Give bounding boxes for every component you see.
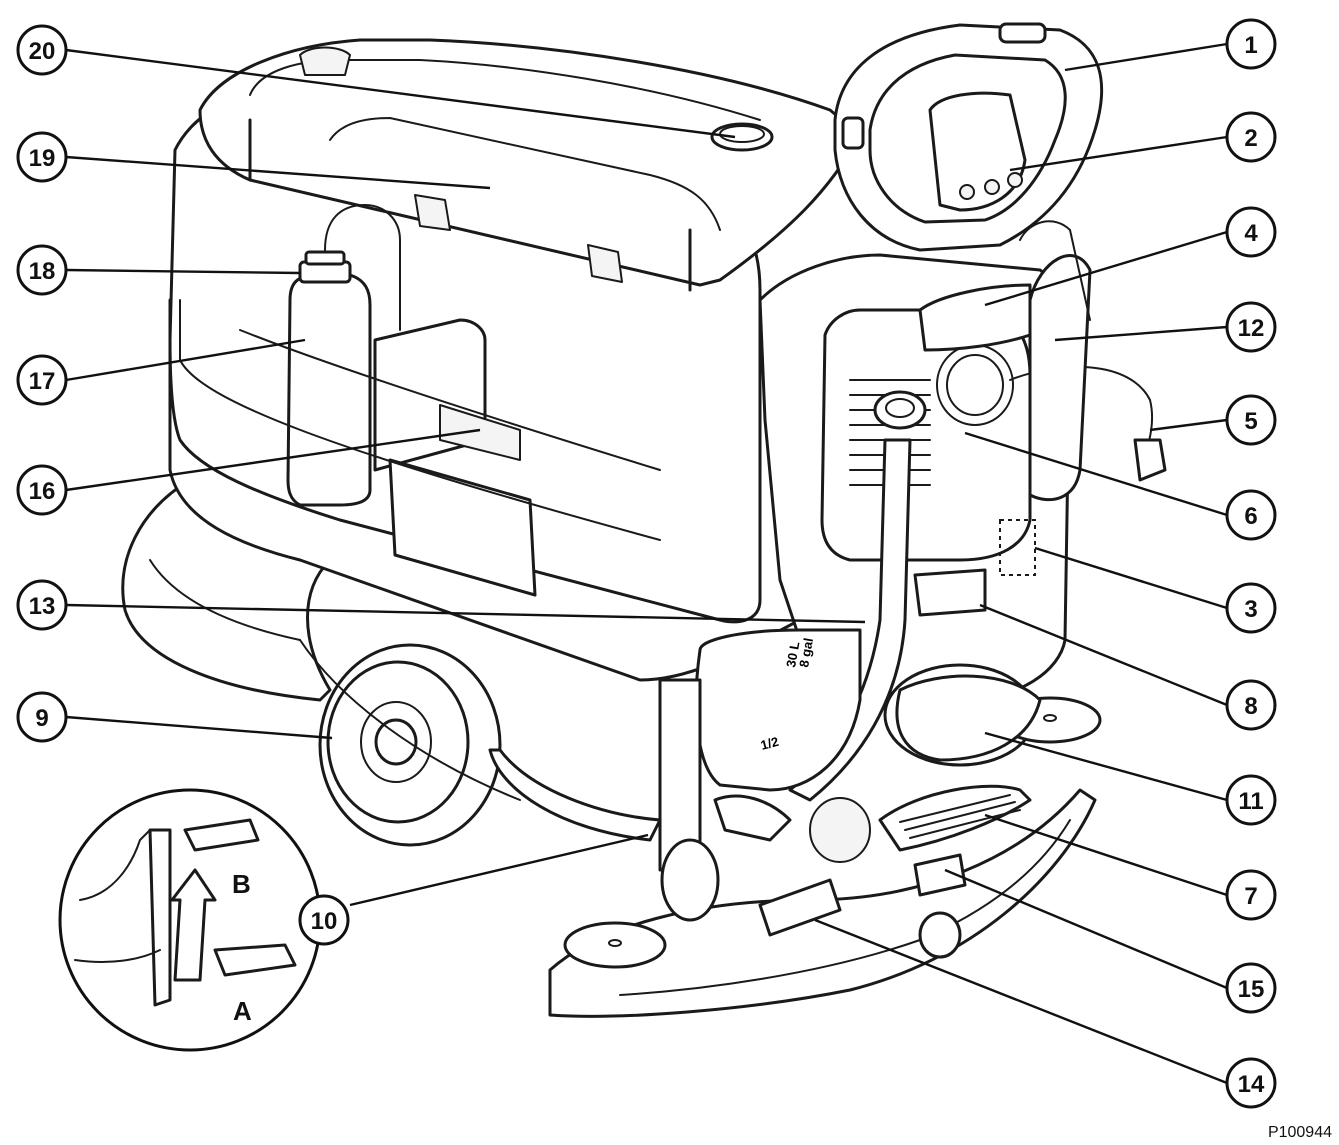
charger-plug [1133, 438, 1167, 482]
callout-13: 13 [16, 579, 68, 631]
callout-5: 5 [1225, 394, 1277, 446]
svg-text:15: 15 [1238, 976, 1265, 1003]
hidden-item-outline [999, 519, 1036, 576]
callout-8: 8 [1225, 679, 1277, 731]
svg-text:14: 14 [1238, 1071, 1265, 1098]
svg-text:16: 16 [29, 478, 56, 505]
svg-text:7: 7 [1244, 883, 1257, 910]
svg-text:17: 17 [29, 368, 56, 395]
callout-2: 2 [1225, 111, 1277, 163]
callout-19: 19 [16, 131, 68, 183]
hose-connector [913, 568, 987, 617]
callout-10: 10 [298, 894, 350, 946]
tank-marking-full: 30 L [783, 640, 802, 668]
detergent-bottle [286, 273, 372, 507]
inset-label-b: B [232, 869, 251, 899]
svg-text:19: 19 [29, 145, 56, 172]
inset-label-a: A [233, 996, 252, 1026]
figure-code: P100944 [1268, 1124, 1332, 1141]
callout-7: 7 [1225, 869, 1277, 921]
tank-markings: 30 L 8 gal 1/2 [759, 637, 816, 753]
tank-marking-half: 1/2 [759, 734, 780, 753]
svg-text:20: 20 [29, 38, 56, 65]
tank-marking-full-sub: 8 gal [796, 637, 816, 669]
svg-text:18: 18 [29, 258, 56, 285]
callout-14: 14 [1225, 1057, 1277, 1109]
svg-text:8: 8 [1244, 693, 1257, 720]
svg-text:1: 1 [1244, 32, 1257, 59]
callout-18: 18 [16, 244, 68, 296]
svg-text:11: 11 [1238, 788, 1263, 815]
callout-16: 16 [16, 464, 68, 516]
upper-control-panel [928, 91, 1027, 212]
solution-level-indicator [439, 404, 521, 461]
drain-hose-column [788, 438, 912, 802]
callout-12: 12 [1225, 301, 1277, 353]
svg-text:3: 3 [1244, 596, 1257, 623]
svg-text:6: 6 [1244, 503, 1257, 530]
rear-wheel [318, 643, 502, 847]
callout-17: 17 [16, 354, 68, 406]
fill-port [710, 122, 774, 152]
callout-6: 6 [1225, 489, 1277, 541]
svg-text:2: 2 [1244, 125, 1257, 152]
svg-text:10: 10 [311, 908, 338, 935]
steering-handle [833, 22, 1103, 252]
callout-4: 4 [1225, 206, 1277, 258]
squeegee-adjust-knob [913, 853, 967, 897]
svg-text:4: 4 [1244, 220, 1258, 247]
drain-hose [1028, 254, 1092, 502]
svg-text:9: 9 [35, 705, 48, 732]
callout-20: 20 [16, 24, 68, 76]
machine-illustration [121, 22, 1167, 1018]
callout-1: 1 [1225, 18, 1277, 70]
pedal-detail-inset: B A [58, 788, 322, 1052]
svg-text:5: 5 [1244, 408, 1257, 435]
callout-11: 11 [1225, 774, 1277, 826]
callout-9: 9 [16, 691, 68, 743]
svg-text:12: 12 [1238, 315, 1265, 342]
svg-text:13: 13 [29, 593, 56, 620]
callout-3: 3 [1225, 582, 1277, 634]
callout-15: 15 [1225, 962, 1277, 1014]
leader-lines [65, 42, 1228, 1085]
